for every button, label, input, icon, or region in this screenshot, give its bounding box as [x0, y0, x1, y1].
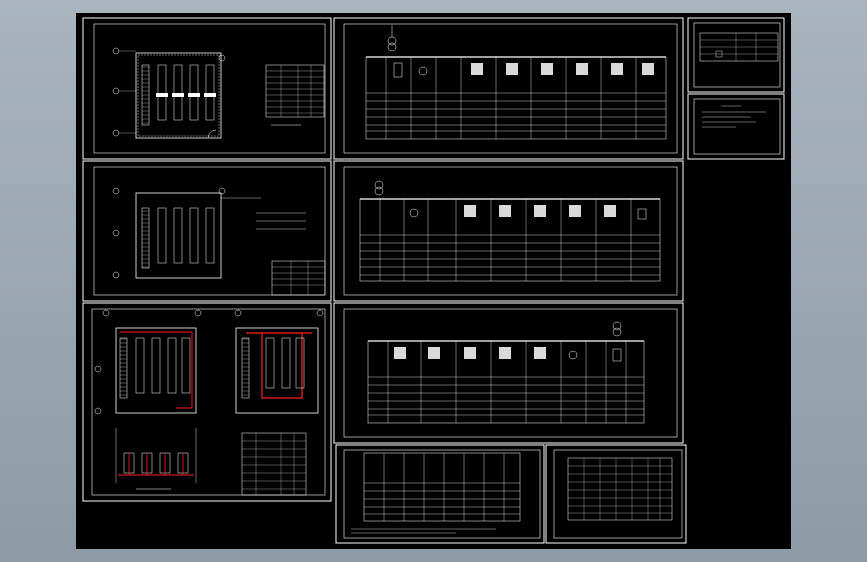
sheet-sld-3[interactable]: [333, 302, 684, 444]
model-space-canvas[interactable]: [76, 13, 791, 549]
sheet-sld-4[interactable]: [335, 444, 545, 544]
sheet-plan-3[interactable]: [82, 302, 332, 502]
sheet-sld-1[interactable]: [333, 17, 684, 160]
sheet-legend[interactable]: [687, 17, 785, 93]
sheet-schedule[interactable]: [545, 444, 687, 544]
sheet-plan-2[interactable]: [82, 160, 332, 302]
sheet-sld-2[interactable]: [333, 160, 684, 302]
drawing-svg[interactable]: [76, 13, 791, 549]
sheet-notes[interactable]: [687, 93, 785, 160]
sheet-plan-1[interactable]: [82, 17, 332, 160]
